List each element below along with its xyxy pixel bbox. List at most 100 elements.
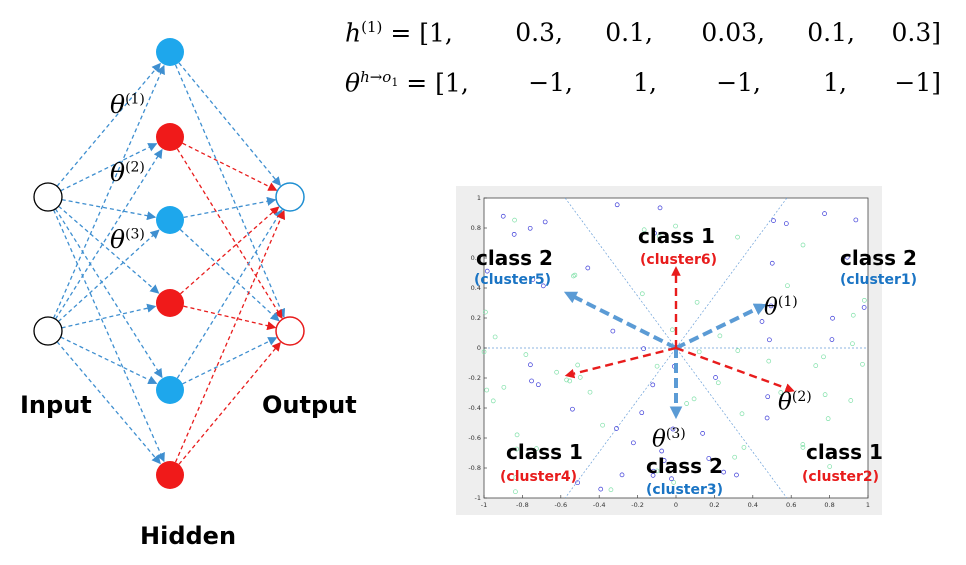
- region-cluster6-class: class 1: [638, 224, 715, 248]
- plot-point: [670, 426, 676, 432]
- network-edge: [179, 229, 280, 322]
- output-label: Output: [262, 391, 357, 419]
- theta-vector-arrow: [563, 291, 677, 350]
- plot-point: [654, 468, 660, 474]
- plot-point: [861, 305, 867, 310]
- plot-point: [570, 406, 575, 412]
- region-cluster5-class: class 2: [476, 246, 553, 270]
- plot-points: [481, 202, 867, 495]
- plot-point: [641, 227, 647, 233]
- plot-point: [778, 390, 784, 395]
- input-label: Input: [20, 391, 92, 419]
- theta-output-equation: θh→o1 = [1, −1, 1, −1, 1, −1]: [345, 68, 941, 98]
- x-tick-label: -0.2: [631, 501, 644, 509]
- plot-point: [575, 480, 580, 486]
- y-tick-label: -0.8: [468, 464, 481, 472]
- network-edge: [182, 337, 278, 385]
- plot-point: [527, 225, 533, 231]
- network-edge: [61, 303, 157, 329]
- h1-equation: h(1) = [1, 0.3, 0.1, 0.03, 0.1, 0.3]: [345, 18, 941, 48]
- theta-value: 1,: [633, 68, 657, 97]
- plot-point: [706, 456, 712, 461]
- plot-point: [657, 205, 663, 211]
- plot-point: [639, 291, 645, 297]
- network-edges: [53, 62, 286, 465]
- region-cluster4-class: class 1: [506, 440, 583, 464]
- x-tick-label: 0: [674, 501, 678, 509]
- plot-point: [860, 361, 865, 367]
- plot-point: [768, 303, 774, 309]
- x-tick-label: 0.2: [709, 501, 719, 509]
- plot-point: [735, 348, 741, 353]
- plot-point: [767, 337, 772, 343]
- hidden-node: [156, 376, 184, 404]
- region-cluster6-name: (cluster6): [640, 252, 718, 268]
- x-tick-label: -0.4: [593, 501, 606, 509]
- plot-point: [822, 392, 828, 398]
- hidden-node: [156, 123, 184, 151]
- plot-point: [614, 426, 619, 431]
- plot-point: [713, 375, 718, 380]
- plot-point: [656, 233, 662, 239]
- plot-point: [661, 458, 667, 463]
- plot-point: [766, 358, 772, 364]
- network-edge: [57, 229, 160, 323]
- plot-point: [639, 410, 645, 416]
- network-edge: [56, 62, 161, 187]
- plot-point: [571, 273, 576, 279]
- region-cluster4-name: (cluster4): [500, 469, 578, 485]
- region-cluster5-name: (cluster5): [474, 272, 552, 288]
- plot-point: [483, 309, 488, 315]
- plot-point: [523, 352, 529, 357]
- plot-point: [567, 378, 573, 384]
- network-edge: [183, 196, 277, 219]
- network-edge: [53, 209, 165, 463]
- plot-point: [554, 369, 559, 375]
- plot-point: [501, 384, 507, 390]
- plot-point: [764, 415, 770, 421]
- network-edge: [56, 341, 161, 465]
- net-theta-2-label: θ(2): [110, 158, 145, 187]
- plot-point: [861, 297, 867, 303]
- plot-point: [600, 422, 605, 428]
- hidden-node: [156, 461, 184, 489]
- network-edge: [53, 64, 165, 319]
- x-tick-label: 1: [866, 501, 870, 509]
- y-tick-label: 0.2: [471, 314, 481, 322]
- plot-point: [535, 382, 541, 388]
- plot-point: [844, 254, 850, 260]
- y-tick-label: 0.4: [471, 284, 481, 292]
- plot-point: [484, 387, 490, 393]
- plot-point: [673, 223, 678, 229]
- theta-value: 1,: [823, 68, 847, 97]
- plot-point: [492, 334, 498, 340]
- plot-point: [587, 389, 593, 395]
- plot-point: [610, 328, 616, 334]
- plot-theta-2-label: θ(2): [778, 389, 812, 416]
- plot-point: [585, 265, 591, 271]
- net-theta-3-label: θ(3): [110, 225, 145, 254]
- plot-point: [631, 440, 636, 446]
- network-edge: [183, 305, 277, 331]
- plot-point: [641, 346, 646, 352]
- plot-point: [721, 469, 726, 475]
- plot-point: [500, 213, 506, 219]
- network-edge: [182, 142, 278, 191]
- x-tick-label: 0.4: [748, 501, 758, 509]
- network-edge: [174, 64, 286, 319]
- plot-point: [513, 475, 519, 480]
- plot-point: [700, 431, 706, 436]
- network-edge: [61, 198, 157, 221]
- plot-point: [528, 362, 533, 368]
- network-edge: [176, 148, 283, 320]
- network-edge: [174, 209, 285, 463]
- plot-point: [853, 217, 859, 223]
- plot-point: [765, 394, 771, 400]
- plot-point: [511, 231, 517, 237]
- region-cluster3-name: (cluster3): [646, 482, 724, 498]
- theta-value: −1]: [894, 68, 941, 97]
- plot-point: [813, 363, 819, 368]
- plot-point: [785, 283, 790, 289]
